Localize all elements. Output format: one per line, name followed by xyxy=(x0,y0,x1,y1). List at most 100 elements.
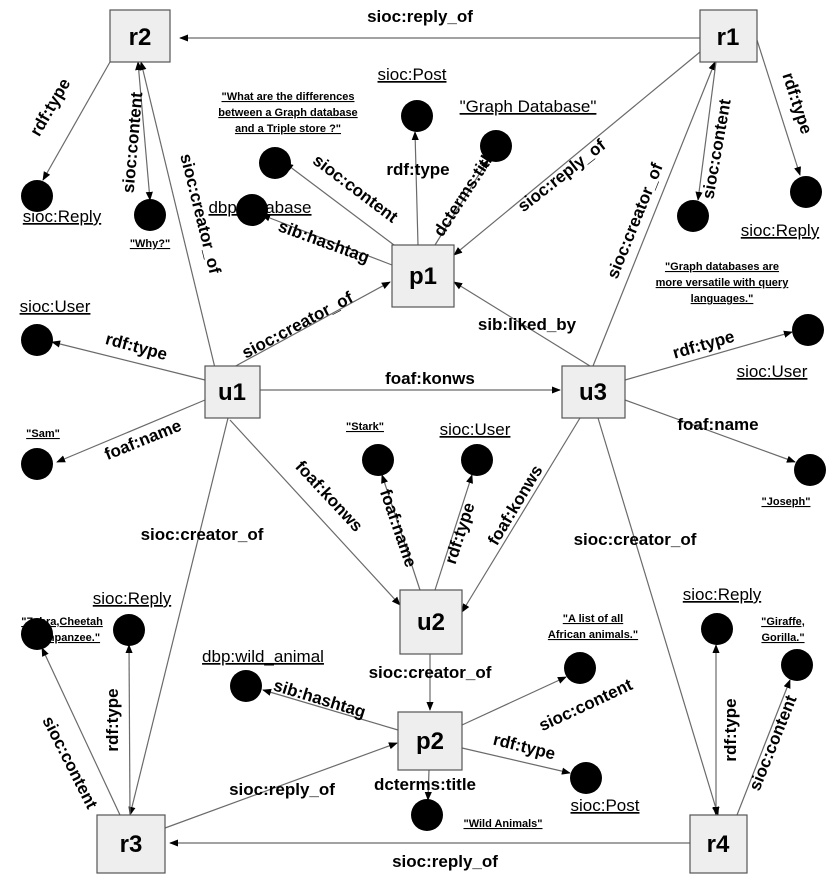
literal-p1-title: "Graph Database" xyxy=(460,97,597,116)
node-label-p2: p2 xyxy=(416,728,444,755)
node-label-r1: r1 xyxy=(717,24,740,51)
leaf-dot-r1-content xyxy=(677,200,709,232)
edge-r2-content xyxy=(135,61,153,201)
leaf-dot-p1-content xyxy=(259,147,291,179)
node-label-u3: u3 xyxy=(579,379,607,406)
literal-r3-content-line1: "Zebra,Cheetah xyxy=(21,616,103,628)
node-p2: p2 xyxy=(397,711,463,771)
edge-p1-title xyxy=(434,159,489,246)
type-label-u2: sioc:User xyxy=(440,420,511,439)
leaf-dot-u2-name xyxy=(362,444,394,476)
leaf-dot-p2-content xyxy=(564,652,596,684)
leaf-dot-u1-type xyxy=(21,324,53,356)
edge-label-u3-p1: sib:liked_by xyxy=(478,315,577,334)
edge-r3-p2 xyxy=(164,742,398,829)
edge-label-u1-name: foaf:name xyxy=(102,416,184,464)
edge-u1-r3 xyxy=(128,417,229,816)
leaf-dot-u3-type xyxy=(792,314,824,346)
node-label-r4: r4 xyxy=(707,831,730,858)
leaf-dot-r4-type xyxy=(701,613,733,645)
edge-p1-type xyxy=(411,131,419,246)
edge-p1-hashtag xyxy=(261,214,393,266)
edge-label-p2-type: rdf:type xyxy=(491,730,557,764)
edge-u3-r4 xyxy=(597,417,720,816)
edge-u1-p1 xyxy=(231,281,391,369)
edge-label-r3-p2: sioc:reply_of xyxy=(229,780,335,799)
edge-r2-type xyxy=(42,61,111,181)
edge-label-p1-type: rdf:type xyxy=(386,160,449,179)
node-u2: u2 xyxy=(399,589,463,655)
type-label-r4: sioc:Reply xyxy=(683,585,762,604)
edge-label-r4-type: rdf:type xyxy=(721,698,740,761)
edge-label-r2-content: sioc:content xyxy=(119,91,147,194)
literal-p2-content-line2: African animals." xyxy=(548,629,638,641)
edge-label-r2-type: rdf:type xyxy=(26,75,74,139)
literal-r4-content-line1: "Giraffe, xyxy=(761,616,805,628)
literal-p1-content-line1: "What are the differences xyxy=(222,91,355,103)
edge-label-r4-content: sioc:content xyxy=(745,692,801,793)
literal-p2-title: "Wild Animals" xyxy=(464,818,543,830)
leaf-dot-p1-hashtag xyxy=(236,194,268,226)
literal-p1-content-line3: and a Triple store ?" xyxy=(235,123,341,135)
edge-u1-type xyxy=(51,340,206,381)
literal-p1-content-line2: between a Graph database xyxy=(218,107,357,119)
node-r1: r1 xyxy=(699,9,758,63)
hashtag-label-p2: dbp:wild_animal xyxy=(202,647,324,666)
edge-u3-type xyxy=(624,330,793,381)
edge-label-u1-p1: sioc:creator_of xyxy=(239,288,357,363)
node-u3: u3 xyxy=(561,365,626,419)
edge-label-p2-hashtag: sib:hashtag xyxy=(271,676,368,722)
edge-u2-name xyxy=(381,474,421,591)
edge-label-r4-r3: sioc:reply_of xyxy=(392,852,498,871)
literal-u2-name: "Stark" xyxy=(346,421,384,433)
node-r3: r3 xyxy=(96,814,166,874)
edge-p1-r1 xyxy=(453,51,701,256)
type-label-r1: sioc:Reply xyxy=(741,221,820,240)
type-label-r3: sioc:Reply xyxy=(93,589,172,608)
edge-label-u3-r4: sioc:creator_of xyxy=(574,530,697,549)
edge-r3-content xyxy=(41,647,121,816)
edge-label-u1-type: rdf:type xyxy=(103,329,169,364)
edge-u3-p1 xyxy=(453,281,591,367)
edge-u1-u2 xyxy=(229,419,401,606)
node-label-u1: u1 xyxy=(218,379,246,406)
leaf-dot-r3-content xyxy=(21,618,53,650)
literal-u3-name: "Joseph" xyxy=(762,496,811,508)
edge-u3-name xyxy=(624,399,796,463)
edge-p2-title xyxy=(424,769,432,801)
edge-r1-content xyxy=(695,61,717,201)
edge-u3-u2 xyxy=(461,417,581,613)
edge-label-p1-hashtag: sib:hashtag xyxy=(276,217,372,267)
edge-label-r1-r2: sioc:reply_of xyxy=(367,7,473,26)
edge-p2-hashtag xyxy=(262,688,399,731)
type-label-u1: sioc:User xyxy=(20,297,91,316)
leaf-dot-r2-content xyxy=(134,199,166,231)
literal-p2-content-line1: "A list of all xyxy=(563,613,623,625)
edge-label-u2-name: foaf:name xyxy=(376,487,420,570)
hashtag-label-p1: dbp:database xyxy=(208,198,311,217)
literal-r1-content-line1: "Graph databases are xyxy=(665,261,779,273)
edge-p1-content xyxy=(284,162,395,246)
type-label-p2: sioc:Post xyxy=(571,796,640,815)
resource-nodes: r2 r1 p1 u1 u3 u2 p2 r3 xyxy=(96,9,758,874)
node-label-r2: r2 xyxy=(129,24,152,51)
resource-labels: sioc:Reply sioc:Post dbp:database sioc:R… xyxy=(20,65,820,815)
type-label-r2: sioc:Reply xyxy=(23,207,102,226)
edge-u3-r1 xyxy=(592,61,716,367)
edge-label-u3-u2: foaf:konws xyxy=(484,462,547,549)
edge-r4-content xyxy=(736,679,791,816)
leaf-dot-r4-content xyxy=(781,649,813,681)
literal-u1-name: "Sam" xyxy=(26,428,60,440)
node-r2: r2 xyxy=(109,9,171,63)
edge-label-u3-name: foaf:name xyxy=(677,415,758,434)
leaf-dot-r2-type xyxy=(21,180,53,212)
literal-labels: "Why?" "What are the differences between… xyxy=(21,91,810,830)
edge-u1-r2 xyxy=(139,61,216,369)
edge-label-u1-u2: foaf:konws xyxy=(291,457,366,536)
type-label-u3: sioc:User xyxy=(737,362,808,381)
literal-r2-content: "Why?" xyxy=(130,238,170,250)
leaf-dot-p2-title xyxy=(411,799,443,831)
leaf-nodes xyxy=(21,100,826,831)
